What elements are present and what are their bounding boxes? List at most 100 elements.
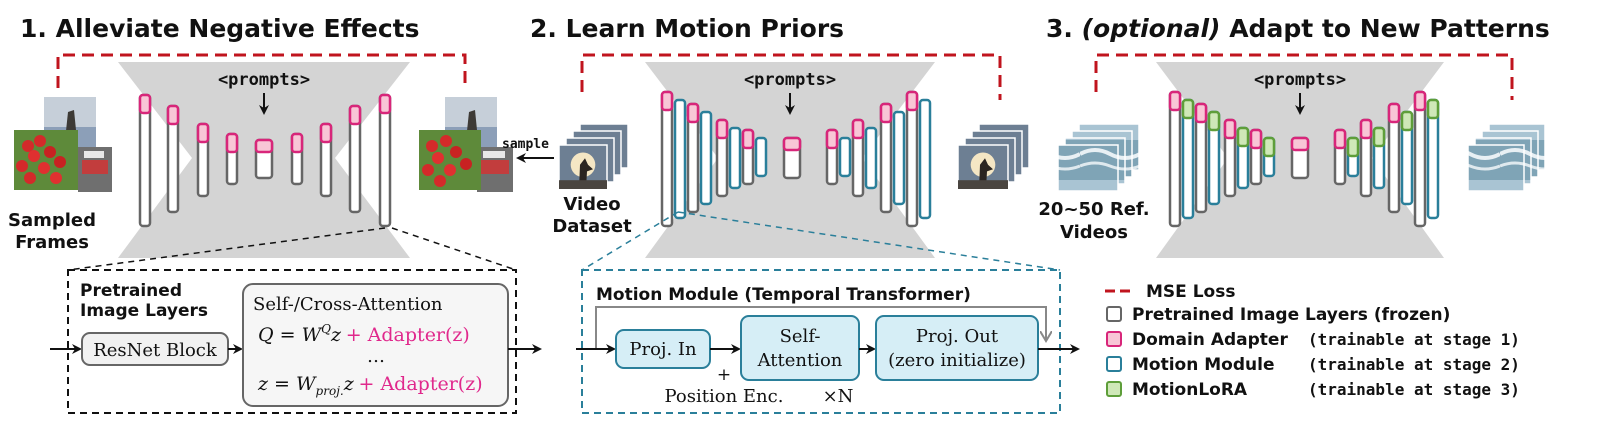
domain-adapter-block	[686, 102, 700, 124]
equation-q: Q = WQz + Adapter(z)	[258, 322, 470, 346]
output-video-image	[957, 123, 1030, 190]
prompts-label: <prompts>	[218, 70, 310, 90]
detail-image-layers: Pretrained Image Layers ResNet Block Sel…	[50, 227, 542, 414]
video-dataset-caption-1: Video	[563, 194, 620, 215]
zoom-line	[581, 211, 679, 271]
legend-domain-note: (trainable at stage 1)	[1308, 330, 1520, 349]
equation-ellipsis: …	[367, 346, 385, 367]
motion-lora-block	[1346, 136, 1360, 158]
domain-adapter-block	[741, 128, 755, 150]
domain-adapter-block	[782, 136, 802, 152]
motion-module-header: Motion Module (Temporal Transformer)	[596, 285, 971, 305]
motion-module-block	[699, 110, 713, 206]
motion-module-block	[864, 126, 878, 190]
domain-adapter-block	[1333, 128, 1347, 150]
equation-z: z = Wproj.z + Adapter(z)	[257, 373, 483, 398]
mse-loss-bracket	[580, 53, 1002, 100]
motion-module-block	[728, 126, 742, 190]
domain-adapter-block	[348, 104, 362, 126]
motion-module-block	[838, 136, 852, 178]
legend-frozen-label: Pretrained Image Layers (frozen)	[1132, 305, 1450, 325]
motion-module-block	[754, 136, 768, 178]
residual-connection	[595, 306, 1046, 349]
prompts-label: <prompts>	[1254, 70, 1346, 90]
sampled-frames-image	[14, 97, 112, 192]
domain-adapter-block	[254, 138, 274, 154]
sampled-frames-caption-1: Sampled	[8, 210, 96, 231]
domain-adapter-block	[660, 90, 674, 112]
zoom-line	[677, 211, 1061, 271]
legend-domain-label: Domain Adapter	[1132, 330, 1288, 350]
domain-adapter-block	[879, 102, 893, 124]
position-encoding-label: Position Enc.	[665, 386, 784, 407]
domain-adapter-block	[1290, 136, 1310, 152]
video-dataset-image	[558, 123, 629, 190]
plus-sign: +	[717, 365, 731, 385]
domain-adapter-block	[225, 132, 239, 154]
reference-videos-image	[1057, 123, 1140, 192]
unet-layers	[1168, 90, 1440, 228]
legend-motion-note: (trainable at stage 2)	[1308, 355, 1520, 374]
frozen-image-layer	[660, 90, 674, 228]
motion-module-block	[673, 98, 687, 220]
video-dataset-caption-2: Dataset	[552, 216, 632, 237]
resnet-block-label: ResNet Block	[93, 340, 218, 361]
unet-layers	[660, 90, 932, 228]
legend-mse-label: MSE Loss	[1146, 282, 1235, 302]
domain-adapter-block	[1387, 102, 1401, 124]
zoom-line	[391, 227, 517, 271]
legend: MSE Loss Pretrained Image Layers (frozen…	[1105, 282, 1520, 400]
motion-lora-block	[1400, 110, 1414, 132]
ground	[559, 180, 607, 189]
domain-adapter-block	[138, 93, 152, 115]
legend-frozen-swatch	[1106, 306, 1122, 322]
legend-domain-swatch	[1106, 331, 1122, 347]
domain-adapter-block	[1168, 90, 1182, 112]
stage-1-group: <prompts> Sampled Frames	[8, 53, 554, 258]
attention-title: Self-/Cross-Attention	[253, 294, 443, 315]
video-frame	[1057, 144, 1119, 192]
ref-videos-caption-2: Videos	[1060, 222, 1128, 243]
stage-3-title: 3. (optional) Adapt to New Patterns	[1046, 14, 1550, 43]
mse-loss-bracket	[56, 53, 467, 88]
domain-adapter-block	[196, 122, 210, 144]
motion-module-block	[892, 110, 906, 206]
legend-motion-swatch	[1106, 356, 1122, 372]
image-layers-header-1: Pretrained	[80, 281, 182, 301]
motion-module-block	[918, 98, 932, 220]
domain-adapter-block	[1359, 118, 1373, 140]
motion-lora-block	[1372, 126, 1386, 148]
detail-box	[581, 269, 1061, 414]
frozen-image-layer	[1413, 90, 1427, 228]
domain-adapter-block	[1413, 90, 1427, 112]
zoom-line	[67, 227, 386, 271]
prompts-label: <prompts>	[744, 70, 836, 90]
output-frames-image	[419, 97, 513, 192]
attention-block	[242, 283, 509, 407]
unet-layers	[138, 93, 392, 228]
self-attention-label-1: Self-	[780, 326, 821, 347]
detail-box	[67, 269, 517, 414]
frozen-image-layer	[905, 90, 919, 228]
frozen-image-layer	[1168, 90, 1182, 228]
domain-adapter-block	[1194, 102, 1208, 124]
domain-adapter-block	[1249, 128, 1263, 150]
proj-out-label-1: Proj. Out	[916, 326, 999, 347]
proj-out-label-2: (zero initialize)	[888, 350, 1026, 371]
domain-adapter-block	[851, 118, 865, 140]
domain-adapter-block	[905, 90, 919, 112]
sampled-frames-caption-2: Frames	[15, 232, 89, 253]
domain-adapter-block	[319, 122, 333, 144]
sample-label: sample	[502, 137, 549, 152]
ref-videos-caption-1: 20~50 Ref.	[1038, 199, 1149, 220]
legend-lora-note: (trainable at stage 3)	[1308, 380, 1520, 399]
domain-adapter-block	[166, 104, 180, 126]
frozen-image-layer	[138, 93, 152, 228]
motion-lora-block	[1426, 98, 1440, 120]
stage-3-group: <prompts> 20~50 Ref. Videos	[1038, 53, 1546, 258]
frozen-image-layer	[378, 93, 392, 228]
domain-adapter-block	[825, 128, 839, 150]
legend-lora-swatch	[1106, 381, 1122, 397]
image-layers-header-2: Image Layers	[80, 301, 208, 321]
output-sea-video-image	[1467, 123, 1546, 192]
